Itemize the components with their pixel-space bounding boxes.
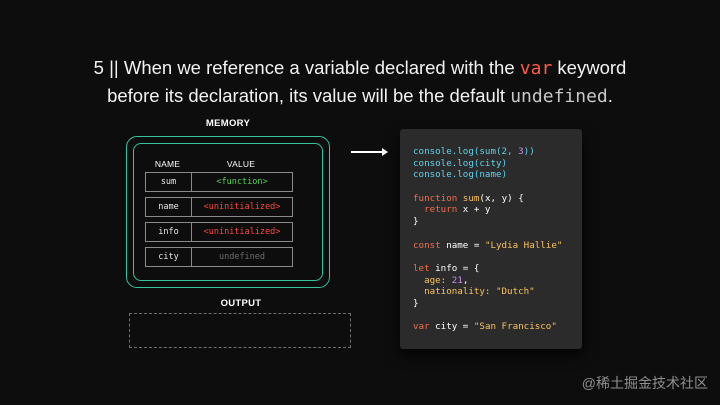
row-divider <box>191 198 192 216</box>
code-token: x <box>484 192 491 204</box>
heading-line-1: 5 || When we reference a variable declar… <box>0 54 720 82</box>
code-token: )) <box>523 146 535 157</box>
memory-row-value: undefined <box>218 252 266 262</box>
code-token: info = { <box>435 262 480 274</box>
row-divider <box>191 248 192 266</box>
code-token: return <box>413 204 463 216</box>
memory-row-name: name <uninitialized> <box>145 197 293 217</box>
code-token: } <box>413 216 419 228</box>
memory-row-city: city undefined <box>145 247 293 267</box>
code-token: console.log(name) <box>413 169 508 181</box>
code-line: return x + y <box>413 204 562 216</box>
memory-row-value: <uninitialized> <box>203 202 281 212</box>
code-token: 21 <box>451 274 463 286</box>
code-token: function <box>413 192 463 204</box>
code-token: sum <box>462 192 480 204</box>
code-token: city = <box>435 321 474 333</box>
memory-row-sum: sum <function> <box>145 172 293 192</box>
row-divider <box>191 223 192 241</box>
memory-inner-frame <box>133 143 323 281</box>
code-line: age: 21, <box>413 275 562 287</box>
code-line <box>413 181 562 193</box>
code-token: age: <box>413 274 452 286</box>
right-arrow-icon <box>351 148 388 155</box>
code-token: , <box>462 274 469 286</box>
code-line <box>413 251 562 263</box>
heading-text: keyword <box>552 57 627 78</box>
code-token: console.log(city) <box>413 157 508 169</box>
code-panel <box>400 129 582 349</box>
code-line: var city = "San Francisco" <box>413 321 562 333</box>
memory-row-name: city <box>158 252 179 262</box>
code-line: nationality: "Dutch" <box>413 286 562 298</box>
code-line <box>413 310 562 322</box>
memory-row-name: info <box>158 227 179 237</box>
code-token: y <box>501 192 508 204</box>
code-token: "Lydia Hallie" <box>484 239 563 251</box>
code-block: console.log(sum(2, 3))console.log(city)c… <box>413 146 562 333</box>
code-token: } <box>413 297 419 309</box>
slide-heading: 5 || When we reference a variable declar… <box>0 54 720 110</box>
memory-row-info: info <uninitialized> <box>145 222 293 242</box>
code-token: "Dutch" <box>495 286 535 298</box>
code-token: x + y <box>462 204 491 216</box>
code-token: console.log(sum(2, <box>413 146 519 157</box>
heading-text: before its declaration, its value will b… <box>107 85 511 106</box>
code-token: name = <box>446 239 485 251</box>
code-token: , <box>490 192 502 204</box>
code-line: } <box>413 298 562 310</box>
value-column-header: VALUE <box>226 159 256 169</box>
code-line: function sum(x, y) { <box>413 193 562 205</box>
var-keyword: var <box>519 58 553 79</box>
code-line: console.log(name) <box>413 169 562 181</box>
code-line: let info = { <box>413 263 562 275</box>
code-token: var <box>413 321 436 333</box>
heading-text: 5 || When we reference a variable declar… <box>93 57 520 78</box>
code-line <box>413 228 562 240</box>
code-token: 3 <box>518 146 524 157</box>
code-token: "San Francisco" <box>473 321 557 333</box>
heading-text: . <box>607 85 613 106</box>
code-line: console.log(sum(2, 3)) <box>413 146 562 158</box>
output-box <box>129 313 351 348</box>
undefined-keyword: undefined <box>510 86 608 107</box>
memory-outer-frame <box>126 136 330 288</box>
memory-title: MEMORY <box>205 118 251 129</box>
memory-row-name: name <box>158 202 179 212</box>
code-line: const name = "Lydia Hallie" <box>413 240 562 252</box>
watermark: @稀土掘金技术社区 <box>581 375 708 391</box>
code-line: console.log(city) <box>413 158 562 170</box>
row-divider <box>191 173 192 191</box>
memory-row-name: sum <box>160 177 177 187</box>
code-token: let <box>413 262 436 274</box>
code-token: nationality: <box>413 286 496 298</box>
output-title: OUTPUT <box>220 298 262 309</box>
memory-row-value: <uninitialized> <box>203 227 281 237</box>
code-token: ) { <box>507 192 524 204</box>
code-token: const <box>413 239 447 251</box>
heading-line-2: before its declaration, its value will b… <box>0 82 720 110</box>
code-token: ( <box>479 192 485 204</box>
code-line: } <box>413 216 562 228</box>
memory-row-value: <function> <box>216 177 268 187</box>
name-column-header: NAME <box>154 159 181 169</box>
